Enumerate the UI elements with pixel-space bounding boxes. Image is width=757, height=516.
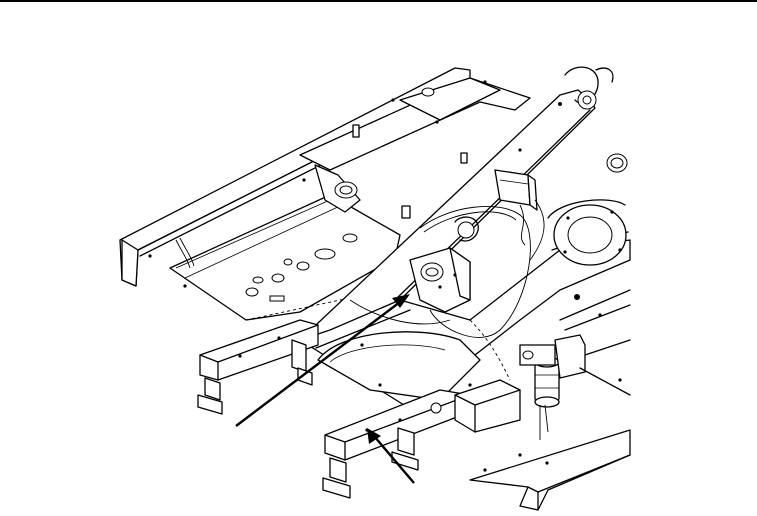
callout-arrow-2 <box>367 428 415 484</box>
lower-housing <box>430 379 521 433</box>
floor-plate <box>169 194 401 321</box>
right-lower-rail <box>469 429 631 511</box>
right-upper-rail <box>559 289 631 396</box>
cross-tube <box>454 199 629 266</box>
front-crossmember-lower <box>322 389 471 499</box>
callout-arrow-1 <box>235 294 410 427</box>
header-rule <box>0 0 757 2</box>
rear-crossmember <box>299 77 531 219</box>
wiring-harness <box>175 206 531 381</box>
tow-shackle <box>564 66 628 173</box>
center-bracket <box>409 247 471 313</box>
pump-assembly <box>499 334 586 440</box>
lower-center-plate <box>317 331 481 401</box>
control-module <box>494 169 545 261</box>
front-crossmember-upper <box>197 319 319 415</box>
